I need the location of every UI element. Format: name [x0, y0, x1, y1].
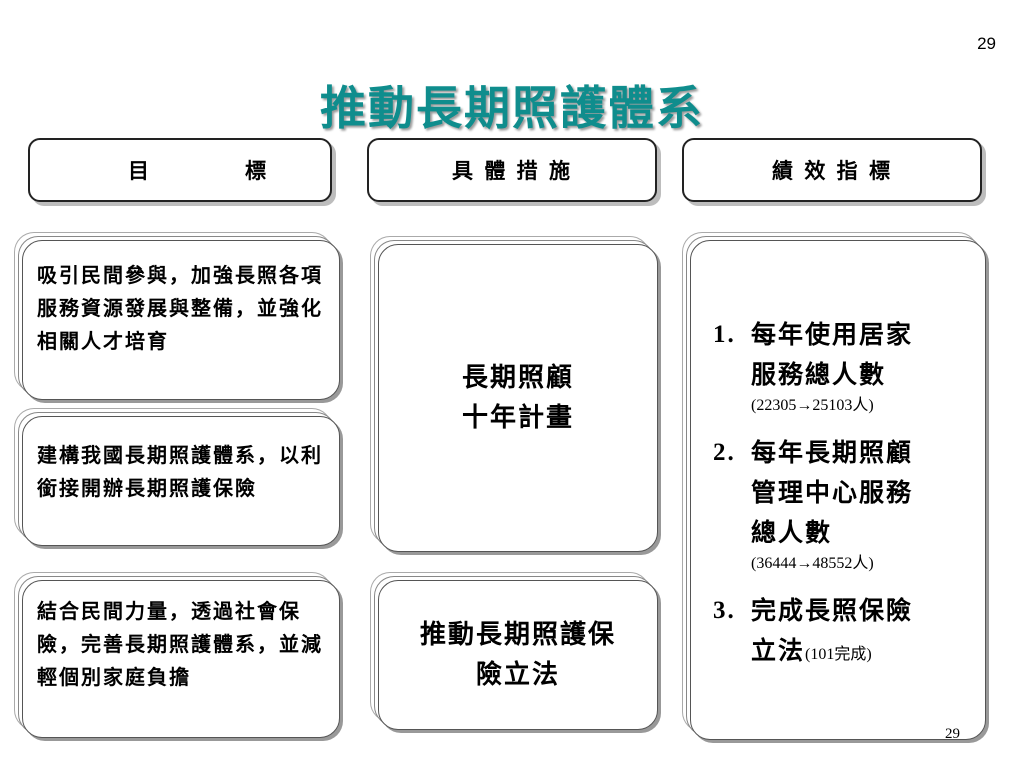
header-goal-left: 目 — [128, 158, 151, 183]
header-kpi-label: 績 效 指 標 — [772, 158, 892, 183]
kpi-1-line2: 服務總人數 — [751, 360, 887, 389]
measure-plan-line2: 十年計畫 — [461, 403, 574, 433]
goal-card-3: 結合民間力量，透過社會保險，完善長期照護體系，並減輕個別家庭負擔 — [22, 580, 340, 738]
kpi-number-1: 1. — [713, 321, 736, 348]
measure-card-plan: 長期照顧 十年計畫 — [378, 244, 658, 552]
kpi-item-1: 1. 每年使用居家 服務總人數 (22305→25103人) — [713, 315, 913, 417]
measure-card-insurance: 推動長期照護保 險立法 — [378, 580, 658, 730]
kpi-2-line3: 總人數 — [751, 518, 833, 547]
measure-insurance-line1: 推動長期照護保 — [419, 620, 616, 650]
goal-card-2: 建構我國長期照護體系，以利銜接開辦長期照護保險 — [22, 416, 340, 546]
kpi-3-line2: 立法 — [751, 636, 806, 665]
page-number-top: 29 — [977, 34, 996, 53]
goal-text-2: 建構我國長期照護體系，以利銜接開辦長期照護保險 — [37, 443, 323, 500]
kpi-3-note: (101完成) — [805, 646, 872, 663]
kpi-1-note: (22305→25103人) — [751, 397, 874, 414]
page-number-bottom: 29 — [945, 726, 960, 742]
kpi-item-2: 2. 每年長期照顧 管理中心服務 總人數 (36444→48552人) — [713, 433, 913, 575]
kpi-2-line2: 管理中心服務 — [751, 478, 914, 507]
kpi-2-note: (36444→48552人) — [751, 555, 874, 572]
goal-text-3: 結合民間力量，透過社會保險，完善長期照護體系，並減輕個別家庭負擔 — [37, 599, 323, 689]
kpi-2-line1: 每年長期照顧 — [751, 438, 914, 467]
header-kpi: 績 效 指 標 — [682, 138, 982, 202]
measure-plan-line1: 長期照顧 — [461, 363, 574, 393]
goal-text-1: 吸引民間參與，加強長照各項服務資源發展與整備，並強化相關人才培育 — [37, 263, 323, 353]
header-measures-label: 具 體 措 施 — [452, 158, 572, 183]
kpi-1-line1: 每年使用居家 — [751, 320, 914, 349]
kpi-3-line1: 完成長照保險 — [751, 596, 914, 625]
kpi-number-3: 3. — [713, 597, 736, 624]
header-goal-right: 標 — [245, 158, 268, 183]
slide-title: 推動長期照護體系 — [320, 81, 704, 135]
kpi-number-2: 2. — [713, 439, 736, 466]
header-goal: 目 標 — [28, 138, 332, 202]
goal-card-1: 吸引民間參與，加強長照各項服務資源發展與整備，並強化相關人才培育 — [22, 240, 340, 400]
measure-insurance-line2: 險立法 — [475, 660, 560, 690]
kpi-card: 1. 每年使用居家 服務總人數 (22305→25103人) 2. 每年長期照顧… — [690, 240, 986, 740]
kpi-3-line2-wrap: 立法(101完成) — [751, 631, 913, 671]
kpi-item-3: 3. 完成長照保險 立法(101完成) — [713, 591, 913, 671]
header-measures: 具 體 措 施 — [367, 138, 657, 202]
